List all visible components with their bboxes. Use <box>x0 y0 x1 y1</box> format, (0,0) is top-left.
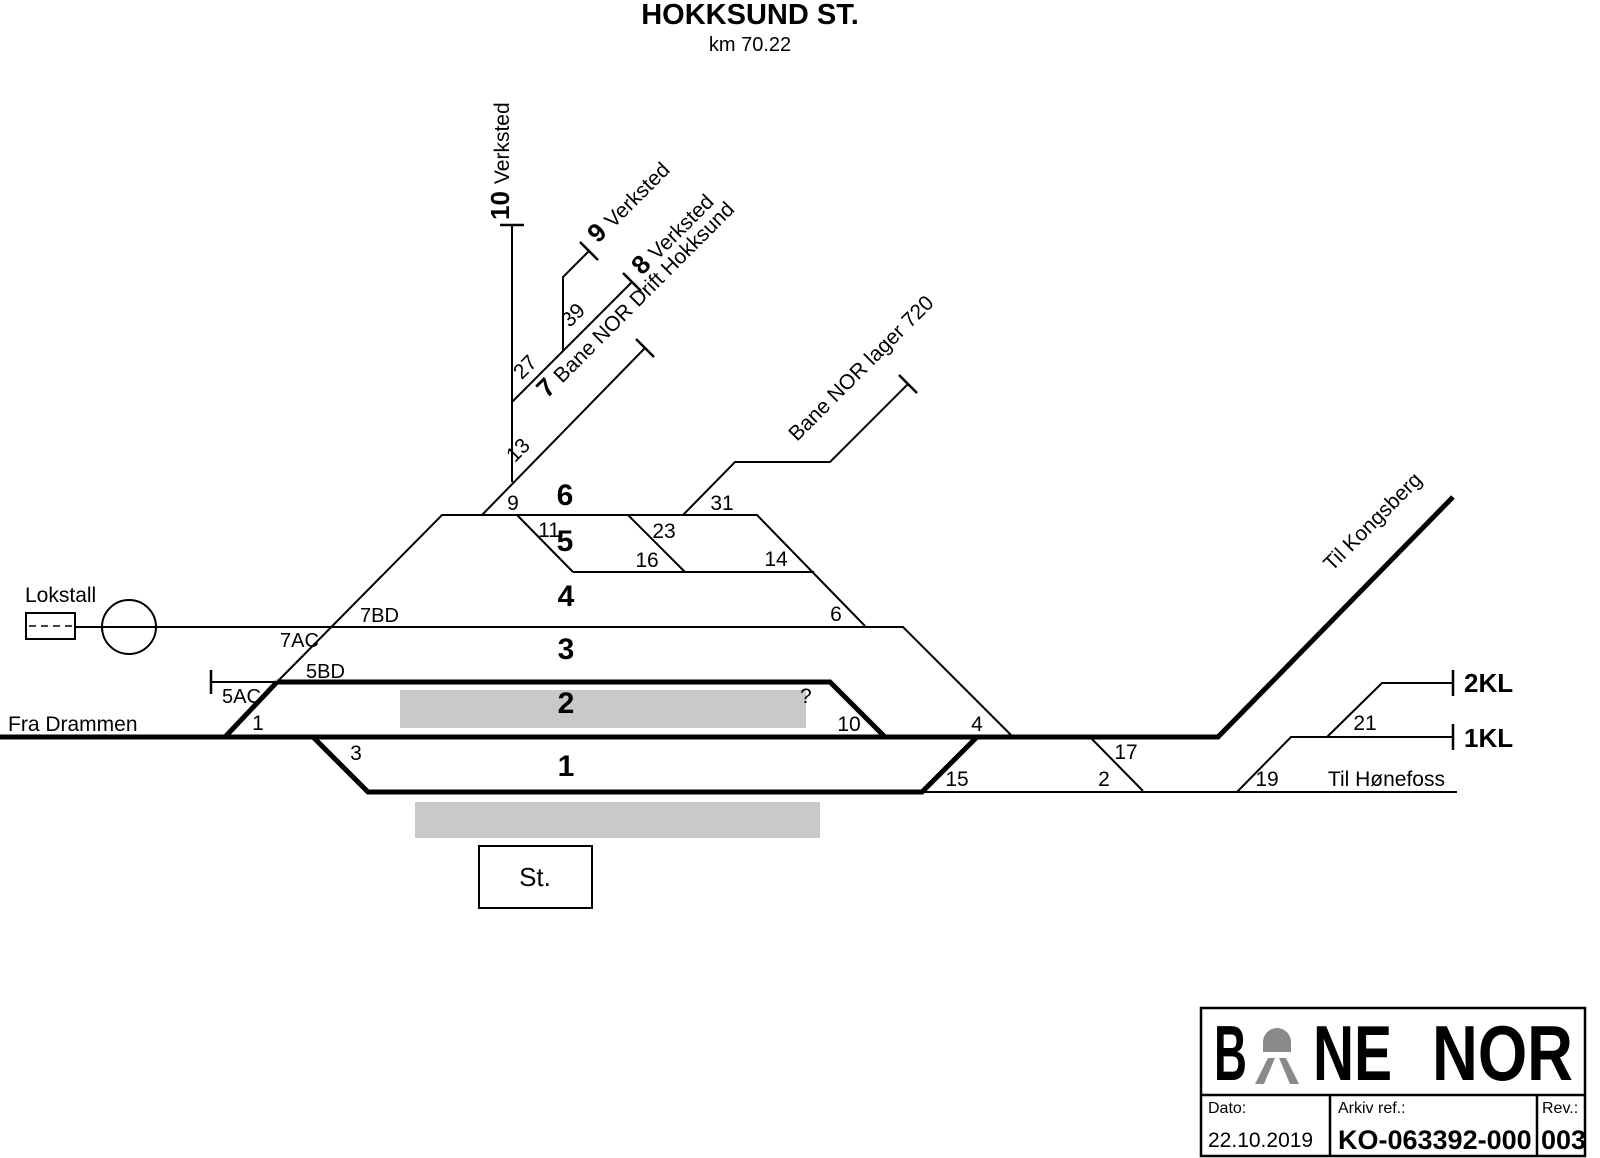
track-8-line <box>511 281 633 403</box>
kl2-label: 2KL <box>1464 668 1513 698</box>
switch-16-label: 16 <box>635 549 658 572</box>
station-building-box <box>478 845 593 909</box>
platform-below-track-1 <box>415 802 820 838</box>
switch-23-label: 23 <box>652 520 675 543</box>
track-7-end-tick <box>635 338 655 358</box>
arkiv-ref-value: KO-063392-000 <box>1338 1125 1532 1155</box>
main-line-and-kongsberg-track <box>0 495 1455 740</box>
page-subtitle-km: km 70.22 <box>709 34 791 56</box>
lager-720-line <box>682 383 909 516</box>
rev-value: 003 <box>1541 1125 1586 1155</box>
switch-1-label: 1 <box>252 712 264 735</box>
track-9-end-tick <box>579 241 599 261</box>
track-9-name: Verksted <box>600 158 674 232</box>
track-1-line <box>311 735 979 795</box>
switch-23-diagonal <box>627 514 686 573</box>
switch-3-label: 3 <box>350 742 362 765</box>
til-kongsberg-label: Til Kongsberg <box>1319 468 1426 575</box>
switch-31-label: 31 <box>710 492 733 515</box>
lokstall-label: Lokstall <box>25 584 96 607</box>
track-8-end-tick <box>622 272 642 292</box>
title-block: B NE NOR Dato: 22.10.2019 Arkiv ref.: KO… <box>1199 1006 1587 1158</box>
section-5ac-label: 5AC <box>222 686 261 708</box>
dato-label: Dato: <box>1208 1100 1246 1117</box>
lokstall-building <box>25 612 76 640</box>
track-1-number-label: 1 <box>558 750 575 783</box>
kl2-line <box>1326 682 1453 738</box>
switch-6-label: 6 <box>830 603 842 626</box>
switch-14-label: 14 <box>764 548 788 571</box>
title-block-border <box>1199 1006 1587 1158</box>
logo-letter-b: B <box>1214 1009 1247 1097</box>
track-7-label: 7Bane NOR Drift Hokksund <box>530 194 740 404</box>
track-6-line <box>276 514 866 683</box>
dato-value: 22.10.2019 <box>1208 1129 1313 1152</box>
logo-letters-ne: NE <box>1313 1009 1392 1097</box>
kl1-label: 1KL <box>1464 723 1513 753</box>
page-title: HOKKSUND ST. <box>641 0 859 31</box>
switch-1-diagonal <box>223 680 279 739</box>
switch-17-label: 17 <box>1114 741 1137 764</box>
crossover-switch-17-2 <box>1089 736 1144 792</box>
track-3-line <box>277 679 887 739</box>
track-7-line <box>481 347 646 516</box>
track-4-number-label: 4 <box>558 580 575 613</box>
arkiv-ref-label: Arkiv ref.: <box>1338 1100 1406 1117</box>
track-4-line <box>75 626 1014 738</box>
logo-a-symbol-right-leg <box>1279 1058 1299 1084</box>
logo-a-symbol-left-leg <box>1255 1058 1275 1084</box>
track-5-number-label: 5 <box>557 525 574 558</box>
lager-720-end-tick <box>898 374 918 394</box>
track-3-number-label: 3 <box>558 633 575 666</box>
switch-13-label: 13 <box>502 434 535 467</box>
platform-between-track-2-3 <box>400 690 806 728</box>
switch-10-label: 10 <box>837 713 860 736</box>
switch-4-label: 4 <box>971 713 983 736</box>
switch-11-diagonal <box>516 514 574 573</box>
track-9-line <box>562 250 590 351</box>
section-7ac-label: 7AC <box>280 630 319 652</box>
logo-letters-nor: NOR <box>1432 1009 1573 1097</box>
track-10-label: 10 Verksted <box>485 102 515 220</box>
kl1-line <box>1236 736 1453 793</box>
track-7-name: Bane NOR Drift Hokksund <box>549 198 739 388</box>
track-10-name: Verksted <box>491 102 514 184</box>
switch-15-label: 15 <box>945 768 968 791</box>
platform-question-mark: ? <box>800 685 812 708</box>
switch-2-label: 2 <box>1098 768 1110 791</box>
switch-9-label: 9 <box>507 492 519 515</box>
station-box-label: St. <box>519 862 551 892</box>
lager-720-label: Bane NOR lager 720 <box>784 291 938 445</box>
logo-a-symbol-dome <box>1263 1028 1291 1052</box>
section-7bd-label: 7BD <box>360 605 399 627</box>
fra-drammen-label: Fra Drammen <box>8 713 138 736</box>
switch-19-label: 19 <box>1255 768 1278 791</box>
turntable-circle <box>101 599 157 655</box>
track-10-number: 10 <box>485 191 515 220</box>
switch-39-label: 39 <box>557 299 590 332</box>
track-6-number-label: 6 <box>557 479 574 512</box>
switch-11-label: 11 <box>538 519 560 542</box>
section-5bd-label: 5BD <box>306 661 345 683</box>
track-2-number-label: 2 <box>558 687 575 720</box>
bane-nor-logo: B NE NOR <box>1214 1009 1573 1097</box>
til-honefoss-label: Til Hønefoss <box>1328 768 1445 791</box>
rev-label: Rev.: <box>1542 1100 1578 1117</box>
switch-21-label: 21 <box>1353 712 1376 735</box>
